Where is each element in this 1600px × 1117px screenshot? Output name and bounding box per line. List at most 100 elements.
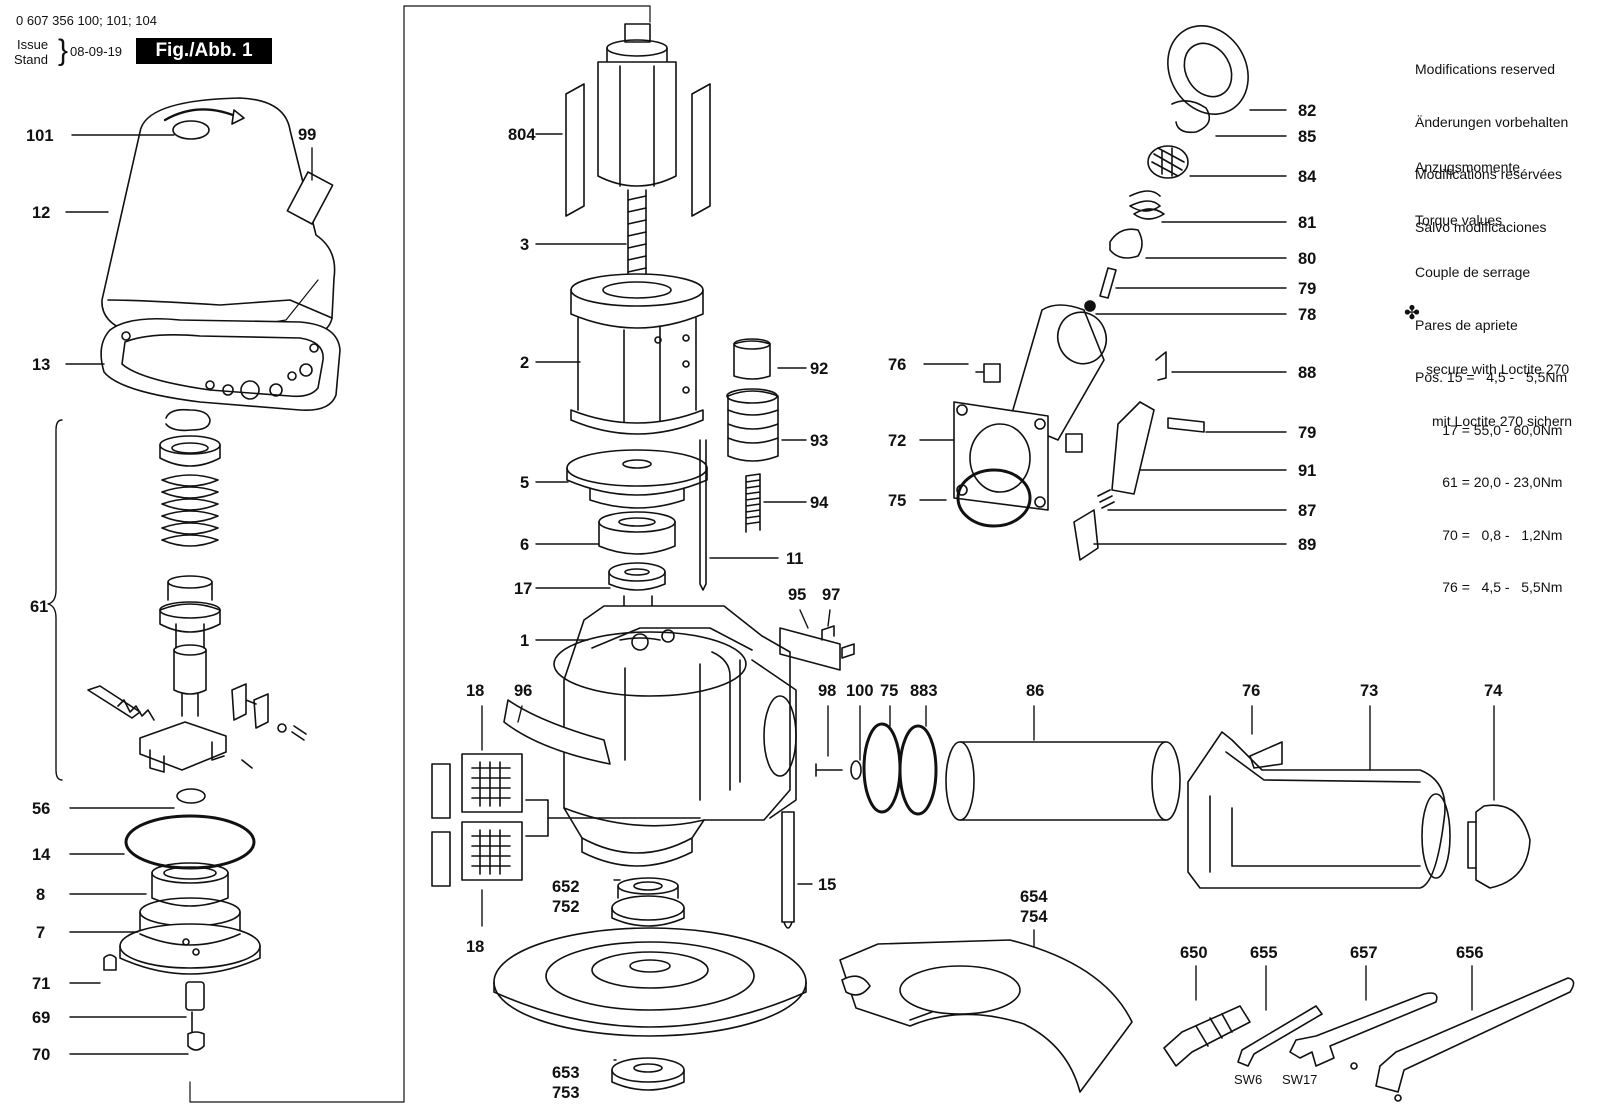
note-line: Torque values bbox=[1415, 211, 1503, 228]
part-label: 101 bbox=[26, 127, 54, 145]
end-plate bbox=[566, 449, 708, 509]
valve-head-parts bbox=[953, 25, 1249, 561]
note-line: Couple de serrage bbox=[1415, 264, 1531, 280]
part-label: 3 bbox=[520, 236, 529, 254]
note-line: mit Loctite 270 sichern bbox=[1432, 413, 1573, 429]
part-label: 91 bbox=[1298, 462, 1316, 480]
part-label: 1 bbox=[520, 632, 529, 650]
part-label: 75 bbox=[888, 492, 906, 510]
part-label: 99 bbox=[298, 126, 316, 144]
part-label: 98 bbox=[818, 682, 836, 700]
exhaust-tube bbox=[945, 741, 1181, 821]
part-label: 12 bbox=[32, 204, 50, 222]
open-spanner bbox=[1289, 992, 1438, 1067]
part-label: 804 bbox=[508, 126, 536, 144]
note-line: Modifications reserved bbox=[1415, 61, 1556, 77]
note-line: Änderungen vorbehalten bbox=[1415, 113, 1569, 130]
part-label: 17 bbox=[514, 580, 532, 598]
part-label: 18 bbox=[466, 938, 484, 956]
note-line: Pares de apriete bbox=[1415, 316, 1518, 333]
inner-flange bbox=[611, 877, 685, 927]
silencer-strip bbox=[503, 699, 611, 765]
part-label: 14 bbox=[32, 846, 51, 864]
dowel-pin bbox=[699, 439, 707, 591]
bearing-housing bbox=[103, 862, 261, 1051]
part-label: 81 bbox=[1298, 214, 1316, 232]
part-label: 92 bbox=[810, 360, 828, 378]
part-label: 6 bbox=[520, 536, 529, 554]
part-label: 753 bbox=[552, 1084, 580, 1102]
o-ring-large bbox=[124, 814, 256, 870]
modifications-note: Modifications reserved Änderungen vorbeh… bbox=[1415, 26, 1568, 254]
note-line: 70 = 0,8 - 1,2Nm bbox=[1415, 526, 1563, 543]
gasket bbox=[100, 317, 341, 412]
part-label: 94 bbox=[810, 494, 829, 512]
part-label: 7 bbox=[36, 924, 45, 942]
part-label: 74 bbox=[1484, 682, 1503, 700]
part-label: 56 bbox=[32, 800, 50, 818]
clover-icon: ✤ bbox=[1404, 303, 1420, 324]
spanner-size: SW17 bbox=[1282, 1072, 1317, 1087]
part-label: 5 bbox=[520, 474, 529, 492]
issue-label: Issue bbox=[17, 37, 49, 52]
part-label: 96 bbox=[514, 682, 532, 700]
part-label: 86 bbox=[1026, 682, 1044, 700]
part-label: 73 bbox=[1360, 682, 1378, 700]
leader-lines bbox=[65, 109, 1495, 1061]
brace-symbol: } bbox=[58, 34, 69, 67]
part-label: 79 bbox=[1298, 280, 1316, 298]
part-label: 13 bbox=[32, 356, 50, 374]
gear-housing bbox=[553, 605, 797, 867]
silencer-parts bbox=[726, 338, 779, 533]
ball-bearing bbox=[598, 511, 676, 555]
hose-fitting bbox=[1163, 1005, 1251, 1067]
part-label: 89 bbox=[1298, 536, 1316, 554]
part-label: 652 bbox=[552, 878, 580, 896]
o-ring-883 bbox=[898, 724, 938, 816]
valve-assembly bbox=[47, 408, 307, 781]
part-label: 95 bbox=[788, 586, 806, 604]
part-label: 883 bbox=[910, 682, 938, 700]
screw-small bbox=[841, 643, 855, 659]
filter-pads bbox=[431, 753, 701, 887]
part-label: 657 bbox=[1350, 944, 1378, 962]
o-ring-small bbox=[176, 788, 206, 804]
note-line: 76 = 4,5 - 5,5Nm bbox=[1415, 579, 1563, 595]
part-label: 654 bbox=[1020, 888, 1048, 906]
part-label: 2 bbox=[520, 354, 529, 372]
part-label: 88 bbox=[1298, 364, 1316, 382]
part-label: 80 bbox=[1298, 250, 1316, 268]
part-label: 82 bbox=[1298, 102, 1316, 120]
rotor-assembly bbox=[565, 23, 711, 291]
long-screw bbox=[781, 811, 795, 929]
part-label: 656 bbox=[1456, 944, 1484, 962]
part-label: 87 bbox=[1298, 502, 1316, 520]
part-label: 85 bbox=[1298, 128, 1316, 146]
part-label: 653 bbox=[552, 1064, 580, 1082]
part-label: 93 bbox=[810, 432, 828, 450]
part-label: 655 bbox=[1250, 944, 1278, 962]
screw-98 bbox=[815, 763, 843, 777]
note-line: 61 = 20,0 - 23,0Nm bbox=[1415, 474, 1563, 490]
hex-key-size: SW6 bbox=[1234, 1072, 1262, 1087]
part-label: 75 bbox=[880, 682, 898, 700]
part-label: 97 bbox=[822, 586, 840, 604]
part-label: 18 bbox=[466, 682, 484, 700]
washer-100 bbox=[850, 760, 862, 780]
o-ring-75b bbox=[862, 722, 902, 814]
pin-spanner bbox=[1350, 977, 1575, 1102]
torque-note: Anzugsmomente Torque values Couple de se… bbox=[1415, 124, 1567, 614]
screw-small bbox=[821, 625, 835, 641]
clamp-nut bbox=[611, 1057, 685, 1091]
cylinder bbox=[570, 273, 704, 435]
note-line: Pos. 15 = 4,5 - 5,5Nm bbox=[1415, 369, 1568, 385]
part-label: 76 bbox=[888, 356, 906, 374]
part-label: 69 bbox=[32, 1009, 50, 1027]
issue-date: 08-09-19 bbox=[70, 44, 123, 59]
part-label: 11 bbox=[786, 550, 803, 568]
hex-key bbox=[1237, 1005, 1323, 1067]
part-label: 754 bbox=[1020, 908, 1048, 926]
stand-label: Stand bbox=[14, 52, 48, 67]
note-line: Anzugsmomente bbox=[1415, 159, 1521, 175]
